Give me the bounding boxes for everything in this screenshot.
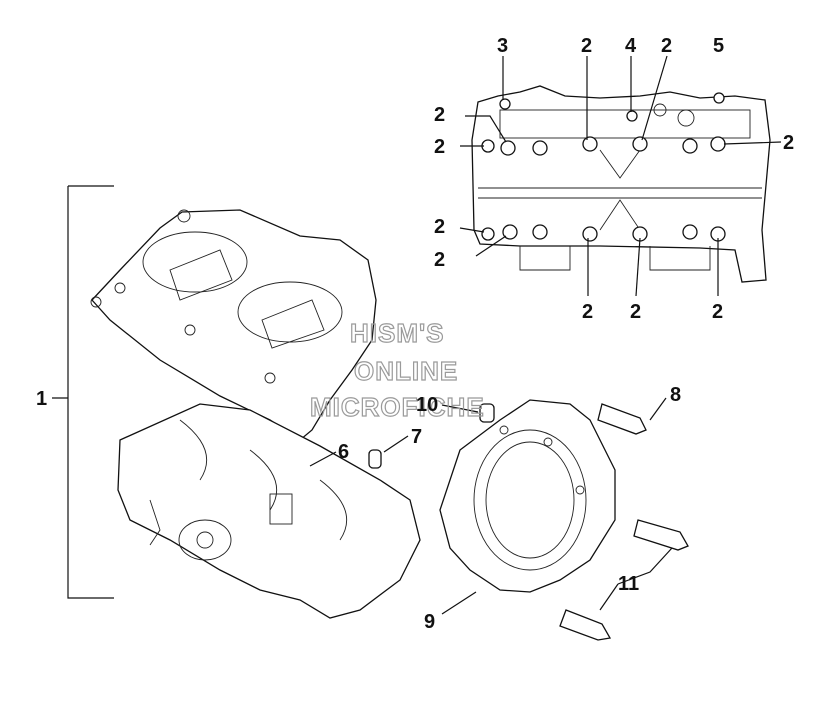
watermark-line3: MICROFICHE [310, 392, 485, 422]
callout-7: 7 [411, 426, 422, 448]
callout-8: 8 [670, 384, 681, 406]
small-parts [368, 403, 689, 641]
crankcase-top-view [471, 85, 771, 283]
callout-2-top-a: 2 [581, 35, 592, 57]
callout-11: 11 [618, 573, 639, 595]
callout-4: 4 [625, 35, 637, 57]
callout-2-bottom-c: 2 [712, 301, 723, 323]
dowel-pin-7 [368, 449, 382, 469]
callout-9: 9 [424, 611, 435, 633]
callout-1: 1 [36, 388, 47, 410]
callout-2-bottom-b: 2 [630, 301, 641, 323]
watermark-line2: ONLINE [354, 356, 458, 386]
callout-2-right: 2 [783, 132, 794, 154]
callout-6: 6 [338, 441, 349, 463]
callout-5: 5 [713, 35, 724, 57]
callout-2-top-b: 2 [661, 35, 672, 57]
leader-lines-lower [52, 185, 673, 615]
callout-10: 10 [416, 394, 438, 416]
callout-2-left-d: 2 [434, 249, 445, 271]
dowel-10 [479, 403, 495, 423]
bolt-11b [559, 609, 612, 641]
callout-2-bottom-a: 2 [582, 301, 593, 323]
bolt-11a [633, 519, 689, 551]
upper-crankcase-half [90, 209, 377, 441]
lower-crankcase-half [117, 403, 421, 619]
watermark: HISM'S ONLINE MICROFICHE [309, 317, 485, 422]
bolt-8 [597, 403, 647, 435]
leader-lines-top-view [459, 55, 782, 297]
callout-2-left-a: 2 [434, 104, 445, 126]
watermark-line1: HISM'S [350, 318, 445, 348]
callouts: 3 2 4 2 5 2 2 2 2 2 2 2 2 1 6 7 8 10 11 … [36, 35, 794, 633]
callout-2-left-b: 2 [434, 136, 445, 158]
callout-2-left-c: 2 [434, 216, 445, 238]
crankcase-adapter [439, 399, 616, 593]
callout-3: 3 [497, 35, 508, 57]
